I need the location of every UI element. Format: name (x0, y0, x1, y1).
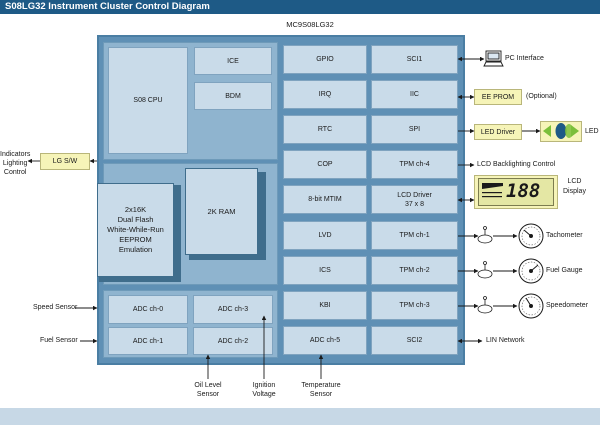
stepper-motor-2-icon (477, 261, 493, 279)
lcd-display-label-line1: LCD (567, 178, 582, 185)
flash-block: 2x16K Dual Flash White-While-Run EEPROM … (97, 183, 174, 277)
optional-label: (Optional) (526, 93, 557, 100)
rtc-block: RTC (283, 115, 367, 144)
led-driver-box: LED Driver (474, 124, 522, 140)
speedometer-icon (518, 293, 544, 319)
kbi-block: KBI (283, 291, 367, 320)
adc-ch3-block: ADC ch-3 (193, 295, 273, 324)
adc-ch5-block: ADC ch-5 (283, 326, 367, 355)
ram-block: 2K RAM (185, 168, 258, 255)
adc-ch0-block: ADC ch-0 (108, 295, 188, 324)
flash-line-2: Dual Flash (117, 215, 154, 224)
ignition-line2: Voltage (252, 391, 276, 398)
flash-line-3: White-While-Run (107, 225, 164, 234)
irq-block: IRQ (283, 80, 367, 109)
flash-line-1: 2x16K (124, 205, 147, 214)
lcd-display-label: LCD Display (563, 177, 586, 197)
oil-level-line1: Oil Level (194, 382, 222, 389)
temperature-label: Temperature Sensor (296, 381, 346, 399)
indicators-line2: Lighting (2, 160, 28, 167)
stepper-motor-3-icon (477, 296, 493, 314)
ignition-line1: Ignition (252, 382, 276, 389)
oil-level-label: Oil Level Sensor (188, 381, 228, 399)
tpm-ch1-block: TPM ch-1 (371, 221, 458, 250)
lcd-backlight-label: LCD Backlighting Control (477, 161, 556, 168)
tachometer-icon (518, 223, 544, 249)
fuel-gauge-icon (518, 258, 544, 284)
sci1-block: SCI1 (371, 45, 458, 74)
fuel-gauge-label: Fuel Gauge (546, 267, 583, 274)
mtim-block: 8-bit MTIM (283, 185, 367, 214)
led-green-left-icon (543, 125, 551, 137)
sci2-block: SCI2 (371, 326, 458, 355)
lvd-block: LVD (283, 221, 367, 250)
led-green-right-icon (571, 125, 579, 137)
led-label: LED (585, 128, 599, 135)
flash-line-4: EEPROM (119, 235, 152, 244)
pc-interface-label: PC Interface (505, 55, 544, 62)
diagram-title: S08LG32 Instrument Cluster Control Diagr… (0, 0, 600, 14)
ice-block: ICE (194, 47, 272, 75)
lcd-bargraph-icon (482, 183, 503, 198)
oil-level-line2: Sensor (196, 391, 220, 398)
adc-ch1-block: ADC ch-1 (108, 327, 188, 355)
tpm-ch3-block: TPM ch-3 (371, 291, 458, 320)
cpu-block: S08 CPU (108, 47, 188, 154)
iic-block: IIC (371, 80, 458, 109)
led-icons (543, 123, 579, 139)
indicators-line1: Indicators (0, 151, 31, 158)
chip-label: MC9S08LG32 (286, 20, 334, 29)
bdm-block: BDM (194, 82, 272, 110)
speed-sensor-label: Speed Sensor (33, 304, 78, 311)
indicators-label: Indicators Lighting Control (0, 150, 30, 177)
ee-prom-box: EE PROM (474, 89, 522, 105)
spi-block: SPI (371, 115, 458, 144)
flash-line-5: Emulation (118, 245, 153, 254)
stepper-motor-1-icon (477, 226, 493, 244)
indicators-line3: Control (3, 169, 27, 176)
cop-block: COP (283, 150, 367, 179)
led-blue-icon (555, 123, 567, 139)
temperature-line1: Temperature (301, 382, 341, 389)
gauge-icons (518, 223, 544, 319)
pc-icon (483, 50, 504, 67)
lin-network-label: LIN Network (486, 337, 525, 344)
gpio-block: GPIO (283, 45, 367, 74)
ignition-label: Ignition Voltage (244, 381, 284, 399)
stepper-motor-icons (477, 226, 493, 314)
lcd-display-label-line2: Display (563, 188, 586, 195)
tachometer-label: Tachometer (546, 232, 583, 239)
tpm-ch4-block: TPM ch-4 (371, 150, 458, 179)
lcd-driver-block: LCD Driver 37 x 8 (371, 185, 458, 214)
lcd-digits: 188 (506, 180, 541, 202)
temperature-line2: Sensor (309, 391, 333, 398)
tpm-ch2-block: TPM ch-2 (371, 256, 458, 285)
speedometer-label: Speedometer (546, 302, 589, 309)
ics-block: ICS (283, 256, 367, 285)
fuel-sensor-label: Fuel Sensor (40, 337, 78, 344)
footer-bar (0, 408, 600, 425)
adc-ch2-block: ADC ch-2 (193, 327, 273, 355)
lg-sw-box: LG S/W (40, 153, 90, 170)
